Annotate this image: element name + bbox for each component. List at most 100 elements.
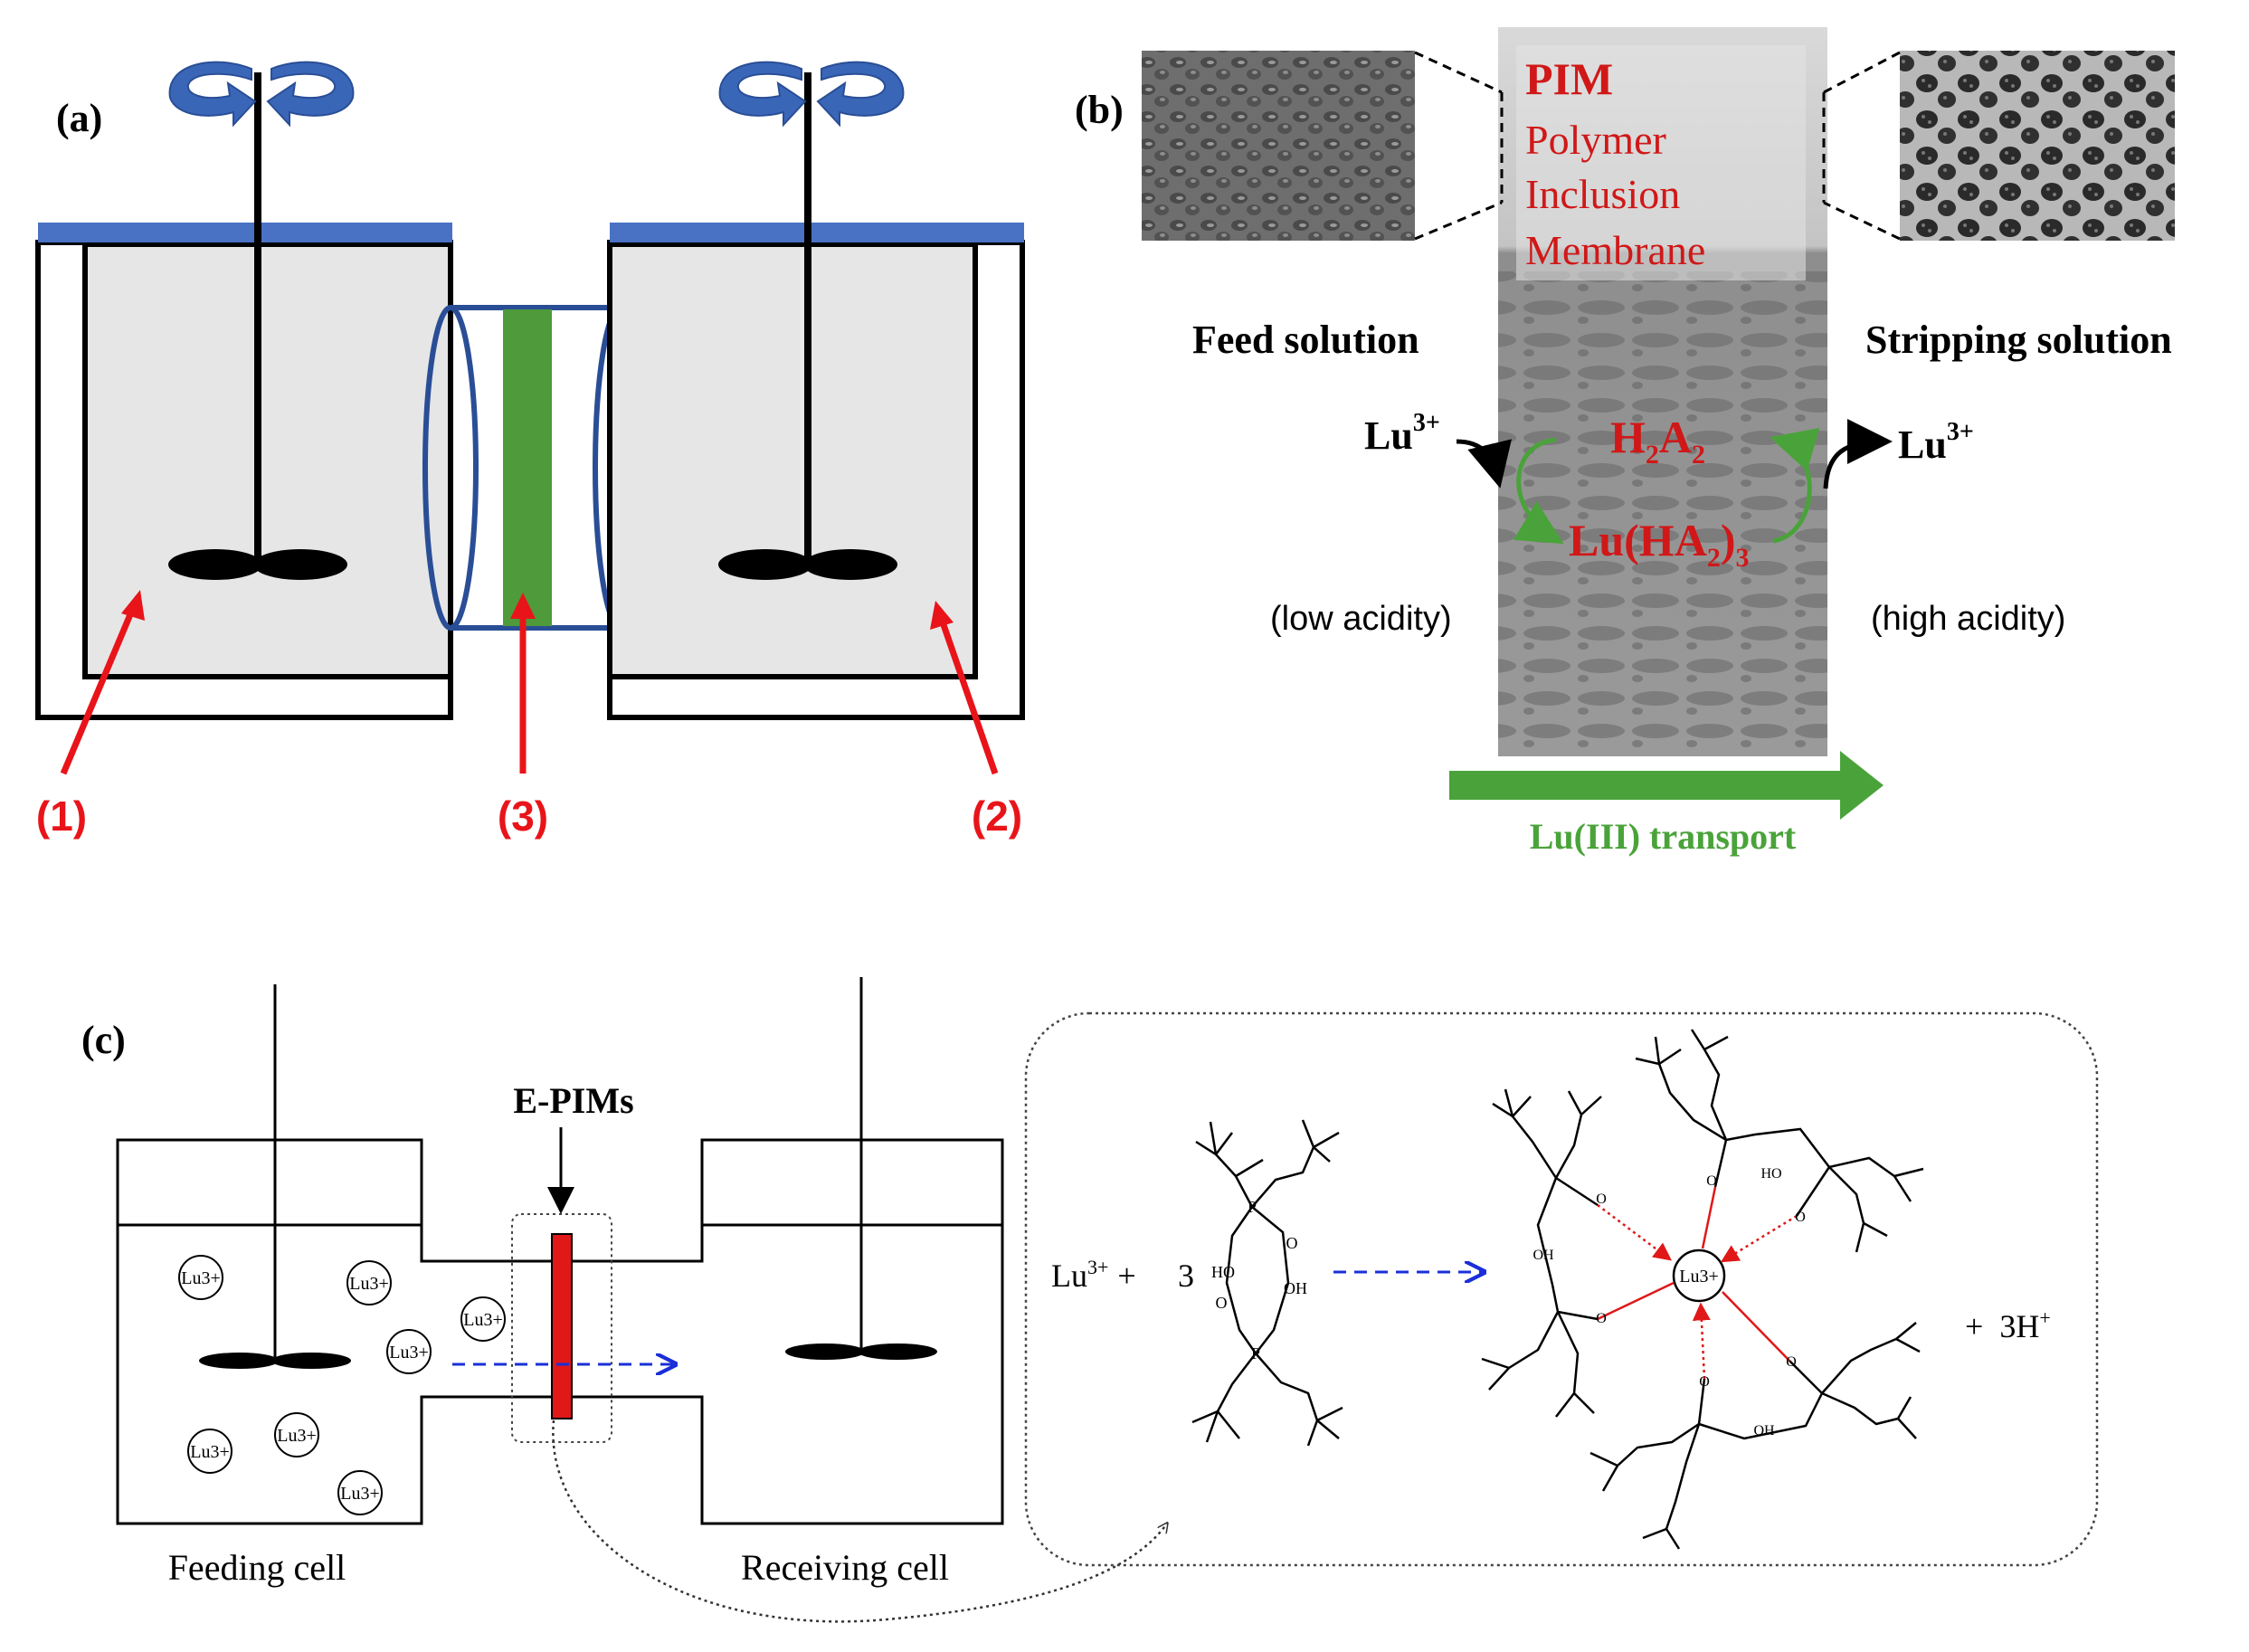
zoom-connectors bbox=[1414, 51, 1901, 241]
zoom-curve-arrow bbox=[552, 1419, 1167, 1623]
low-acidity-label: (low acidity) bbox=[1270, 600, 1452, 638]
membrane-title-line-2: Polymer bbox=[1525, 117, 1666, 163]
callout-arrow-1-head bbox=[121, 590, 145, 621]
lu-ion: Lu3+ bbox=[187, 1429, 232, 1474]
extractant-dimer bbox=[1191, 1119, 1343, 1447]
lu-ion-right: Lu3+ bbox=[1898, 418, 1974, 467]
svg-text:OH: OH bbox=[1753, 1423, 1775, 1438]
feed-cell-liquid bbox=[82, 242, 453, 679]
panel-a-label: (a) bbox=[56, 96, 102, 140]
lu-ion: Lu3+ bbox=[386, 1329, 432, 1374]
callout-arrow-1 bbox=[60, 600, 139, 775]
strip-cell-lid bbox=[610, 223, 1024, 242]
transport-label: Lu(III) transport bbox=[1530, 816, 1797, 857]
svg-text:HO: HO bbox=[1211, 1263, 1235, 1281]
panel-b-label: (b) bbox=[1075, 88, 1124, 132]
panel-c-label: (c) bbox=[81, 1018, 126, 1062]
complex-lu-ha2-3: Lu(HA2)3 bbox=[1569, 515, 1749, 573]
membrane-strip bbox=[503, 309, 552, 626]
holder-left-ring bbox=[422, 305, 479, 631]
svg-text:O: O bbox=[1286, 1234, 1298, 1252]
receiving-cell-label: Receiving cell bbox=[741, 1547, 949, 1588]
mechanism-box bbox=[1024, 1011, 2099, 1567]
lu-release-arrow bbox=[1823, 419, 1893, 489]
svg-text:P: P bbox=[1248, 1198, 1257, 1216]
right-cycle-arrow bbox=[1770, 428, 1820, 544]
membrane-title-line-4: Membrane bbox=[1525, 227, 1705, 273]
svg-text:Lu3+: Lu3+ bbox=[1679, 1267, 1719, 1286]
lu-ion-left: Lu3+ bbox=[1364, 409, 1440, 458]
strip-cell-liquid bbox=[607, 242, 978, 679]
membrane-title: PIM Polymer Inclusion Membrane bbox=[1525, 53, 1705, 273]
svg-text:OH: OH bbox=[1284, 1279, 1307, 1297]
strip-stirrer-blade-right bbox=[803, 549, 897, 580]
svg-text:O: O bbox=[1216, 1294, 1228, 1312]
high-acidity-label: (high acidity) bbox=[1871, 600, 2065, 638]
reaction-products: +3H+ bbox=[1965, 1306, 2051, 1344]
feed-solution-label: Feed solution bbox=[1192, 318, 1419, 362]
rotation-icon bbox=[718, 61, 905, 128]
svg-text:O: O bbox=[1699, 1374, 1710, 1390]
svg-text:Lu3+: Lu3+ bbox=[181, 1268, 221, 1288]
stripping-solution-label: Stripping solution bbox=[1865, 318, 2172, 362]
coordination-bonds bbox=[1597, 1186, 1798, 1380]
e-pim-dotted-box bbox=[511, 1213, 612, 1443]
strip-stirrer-blade-left bbox=[718, 549, 812, 580]
feed-stirrer-blade-left bbox=[168, 549, 262, 580]
lu-ion: Lu3+ bbox=[178, 1255, 223, 1300]
svg-text:O: O bbox=[1795, 1210, 1806, 1225]
svg-text:Lu3+: Lu3+ bbox=[190, 1442, 230, 1462]
sem-image-left bbox=[1142, 51, 1415, 241]
ligand-top bbox=[1635, 1029, 1924, 1253]
receive-stirrer-blade-c-right bbox=[858, 1343, 937, 1360]
ligand-bottom bbox=[1589, 1322, 1921, 1550]
membrane-title-line-3: Inclusion bbox=[1525, 171, 1680, 217]
svg-text:O: O bbox=[1786, 1354, 1797, 1370]
svg-text:O: O bbox=[1596, 1192, 1607, 1207]
svg-text:Lu3+: Lu3+ bbox=[389, 1343, 429, 1362]
carrier-h2a2: H2A2 bbox=[1610, 412, 1705, 470]
transport-arrow bbox=[1449, 751, 1884, 820]
panel-a: (a) bbox=[35, 61, 1025, 840]
membrane-title-line-1: PIM bbox=[1525, 53, 1613, 104]
callout-arrow-3-head bbox=[510, 593, 536, 619]
ligand-left bbox=[1481, 1088, 1602, 1418]
lu-ion: Lu3+ bbox=[346, 1260, 392, 1305]
panel-c: (c) Lu3+ Lu3+ Lu3+ Lu3+ Lu3+ Lu3+ Lu3+ E… bbox=[81, 977, 2099, 1623]
lu-ions: Lu3+ Lu3+ Lu3+ Lu3+ Lu3+ Lu3+ Lu3+ bbox=[178, 1255, 506, 1515]
lu-center-ion bbox=[1672, 1248, 1726, 1303]
svg-text:O: O bbox=[1596, 1311, 1607, 1326]
feed-cell-a bbox=[35, 61, 453, 720]
svg-text:P: P bbox=[1251, 1344, 1260, 1362]
e-pim-label: E-PIMs bbox=[513, 1080, 633, 1121]
e-pim-membrane bbox=[551, 1233, 573, 1419]
callout-arrow-2 bbox=[937, 615, 999, 775]
sem-image-right bbox=[1900, 51, 2175, 241]
lu-ion: Lu3+ bbox=[337, 1470, 383, 1515]
svg-text:HO: HO bbox=[1760, 1166, 1781, 1182]
svg-text:Lu3+: Lu3+ bbox=[349, 1274, 389, 1294]
feeding-cell-label: Feeding cell bbox=[168, 1547, 346, 1588]
reaction-lu: Lu3++ bbox=[1051, 1256, 1136, 1294]
rotation-icon bbox=[168, 61, 355, 128]
lu-uptake-arrow bbox=[1456, 439, 1512, 489]
svg-text:Lu3+: Lu3+ bbox=[277, 1426, 317, 1446]
strip-cell-a bbox=[607, 61, 1025, 720]
panel-b: (b) PIM Polymer Inclusion Membrane Feed … bbox=[1075, 27, 2175, 857]
receive-stirrer-blade-c-left bbox=[785, 1343, 865, 1360]
reaction-coefficient: 3 bbox=[1178, 1258, 1194, 1294]
svg-text:O: O bbox=[1706, 1173, 1717, 1189]
dimer-atom-labels: P P HO OH O O bbox=[1211, 1198, 1307, 1362]
callout-label-2: (2) bbox=[972, 793, 1022, 840]
callout-label-3: (3) bbox=[498, 793, 548, 840]
feed-cell-lid bbox=[38, 223, 452, 242]
complex-atom-labels: OH HO OH O O O O O O bbox=[1533, 1166, 1805, 1438]
lu-ion: Lu3+ bbox=[460, 1296, 506, 1342]
feed-stirrer-blade-c-left bbox=[199, 1353, 279, 1369]
callout-arrow-2-head bbox=[930, 601, 954, 630]
feed-stirrer-blade-right bbox=[253, 549, 347, 580]
svg-text:Lu3+: Lu3+ bbox=[340, 1484, 380, 1504]
membrane-holder-a bbox=[422, 305, 649, 631]
callout-label-1: (1) bbox=[36, 793, 87, 840]
